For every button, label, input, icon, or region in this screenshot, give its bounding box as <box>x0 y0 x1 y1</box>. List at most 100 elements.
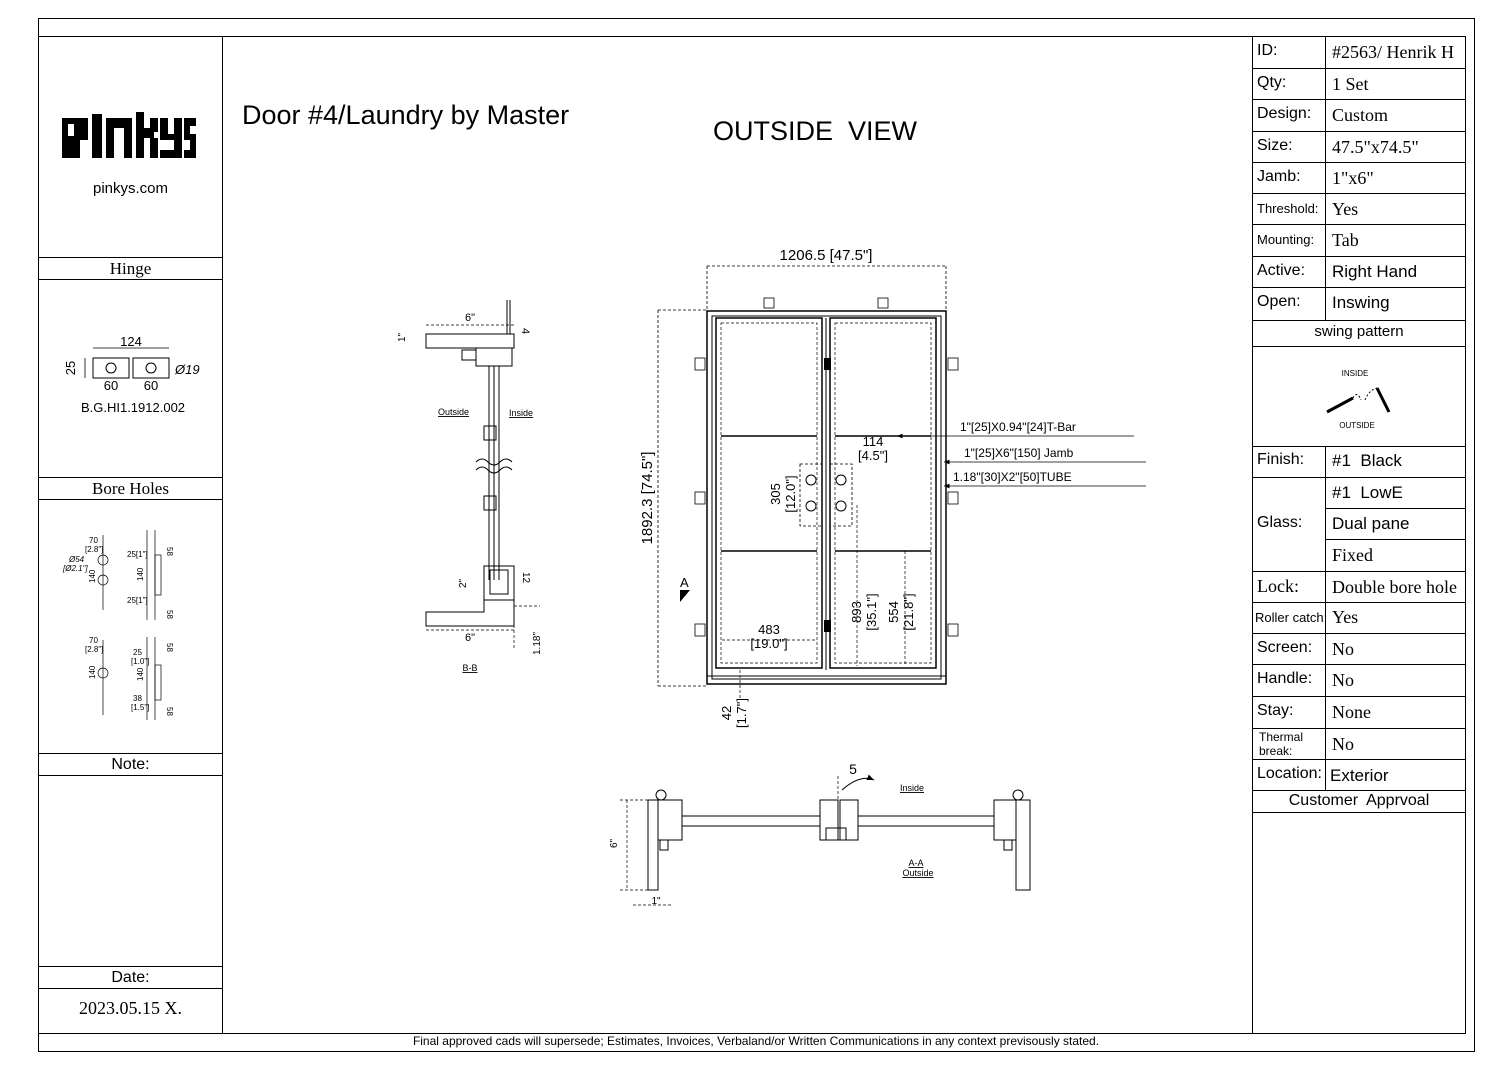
dim-42: 42 <box>719 706 734 720</box>
spec-label: Threshold: <box>1257 201 1319 216</box>
bore-a2-in: [Ø2.1"] <box>62 564 88 573</box>
spec-label: Open: <box>1257 293 1301 310</box>
bore-d5: 58 <box>165 707 174 716</box>
finish-label: Finish: <box>1257 451 1305 468</box>
bore-a1-in: [2.8"] <box>85 545 103 554</box>
bore-b3: 25[1"] <box>127 596 148 605</box>
dim-114: 114 <box>863 434 884 449</box>
tbar-label: 1"[25]X0.94"[24]T-Bar <box>960 420 1076 434</box>
bb-d12-label: 12 <box>520 572 531 584</box>
finish-value: #1 Black <box>1332 451 1402 470</box>
swing-row: INSIDE OUTSIDE <box>1253 346 1465 447</box>
handle-value: No <box>1332 670 1354 690</box>
approval-row: Customer Apprvoal <box>1253 790 1465 813</box>
note-body <box>42 780 218 960</box>
left-divider <box>222 36 223 1033</box>
bore-c1-in: [2.8"] <box>85 645 103 654</box>
spec-row: Active: Right Hand <box>1253 256 1465 288</box>
spec-value: Yes <box>1332 199 1359 219</box>
spec-row: Threshold: Yes <box>1253 193 1465 225</box>
screen-value: No <box>1332 639 1354 659</box>
bb-bottom-label: 6" <box>465 632 475 644</box>
spec-label: Jamb: <box>1257 168 1301 185</box>
height-dim-label: 1892.3 [74.5"] <box>639 452 656 545</box>
dim-305: 305 <box>768 483 783 505</box>
hinge-model-label: B.G.HI1.1912.002 <box>81 400 185 415</box>
door-drawing: 1206.5 [47.5"] 1892.3 [74.5"] 1"[25]X0.9… <box>397 247 1146 907</box>
spec-label: Active: <box>1257 262 1306 279</box>
bb-top-label: 6" <box>465 312 475 324</box>
spec-value: 47.5"x74.5" <box>1332 137 1419 157</box>
hinge-right-label: 60 <box>144 378 158 393</box>
bore-b5: 58 <box>165 610 174 619</box>
dim-893: 893 <box>849 601 864 623</box>
spec-row: Jamb: 1"x6" <box>1253 162 1465 194</box>
stay-row: Stay: None <box>1253 696 1465 729</box>
dim-554-in: [21.8"] <box>901 593 916 630</box>
approval-label: Customer Apprvoal <box>1288 792 1430 809</box>
right-divider <box>1252 36 1253 1033</box>
bore-b4: 58 <box>165 547 174 556</box>
width-dim-label: 1206.5 [47.5"] <box>780 247 873 264</box>
door-elevation <box>657 265 1146 700</box>
bore-d1-in: [1.0"] <box>131 657 149 666</box>
thermal-label-2: break: <box>1259 744 1293 758</box>
glass-line-2 <box>1326 539 1465 540</box>
thermal-value: No <box>1332 734 1354 754</box>
aa-outside-label: Outside <box>902 868 933 878</box>
handle-label: Handle: <box>1257 670 1313 687</box>
lock-label: Lock: <box>1257 576 1299 596</box>
bb-outside-label: Outside <box>438 407 469 417</box>
bore-d2: 140 <box>136 667 145 681</box>
date-value: 2023.05.15 X. <box>79 998 182 1018</box>
thermal-label-1: Thermal <box>1259 730 1304 744</box>
section-bb <box>425 300 540 650</box>
glass-value-2: Dual pane <box>1332 514 1410 533</box>
tube-label: 1.18"[30]X2"[50]TUBE <box>953 470 1072 484</box>
spec-label: Design: <box>1257 105 1312 122</box>
company-name: pinkys.com <box>92 180 169 197</box>
spec-value: Tab <box>1332 230 1359 250</box>
dim-554: 554 <box>886 601 901 623</box>
dim-893-in: [35.1"] <box>864 593 879 630</box>
spec-row: Qty:1 Set <box>1253 68 1465 100</box>
bore-d3-in: [1.5"] <box>131 703 149 712</box>
glass-row: Glass: #1 LowE Dual pane Fixed <box>1253 477 1465 572</box>
spec-divider-2 <box>1325 446 1326 790</box>
drawing-title: Door #4/Laundry by Master <box>242 100 570 130</box>
spec-value: Right Hand <box>1332 262 1418 281</box>
hinge-height-label: 25 <box>63 361 78 375</box>
bb-section-label: B-B <box>462 663 477 673</box>
screen-row: Screen: No <box>1253 633 1465 665</box>
location-row: Location: Exterior <box>1253 759 1465 791</box>
hinge-diameter-label: Ø19 <box>174 362 200 377</box>
glass-value-3: Fixed <box>1332 545 1374 565</box>
swing-title-row: swing pattern <box>1253 320 1465 347</box>
bore-c1: 70 <box>89 636 98 645</box>
aa-d6-label: 6" <box>609 838 620 848</box>
hinge-left-label: 60 <box>104 378 118 393</box>
spec-label: Mounting: <box>1257 232 1315 247</box>
spec-label: ID: <box>1257 42 1278 59</box>
spec-value: 1"x6" <box>1332 168 1374 188</box>
spec-value: #2563/ Henrik H <box>1332 42 1454 62</box>
date-header: Date: <box>39 966 222 989</box>
jamb-label: 1"[25]X6"[150] Jamb <box>964 446 1074 460</box>
inner-frame <box>38 36 1466 1034</box>
spec-row: Design:Custom <box>1253 99 1465 132</box>
roller-label: Roller catch: <box>1255 610 1328 625</box>
bore-b1: 25[1"] <box>127 550 148 559</box>
footer-disclaimer: Final approved cads will supersede; Esti… <box>412 1034 1100 1048</box>
aa-d1-label: 1" <box>651 896 661 907</box>
lock-value: Double bore hole <box>1332 577 1457 597</box>
spec-row: Open:Inswing <box>1253 287 1465 321</box>
spec-divider-1 <box>1325 36 1326 320</box>
lock-row: Lock: Double bore hole <box>1253 571 1465 603</box>
bore-b2: 140 <box>136 567 145 581</box>
bore-d3: 38 <box>133 694 142 703</box>
glass-value-1: #1 LowE <box>1332 483 1403 502</box>
dim-483-in: [19.0"] <box>750 636 787 651</box>
swing-outside-label: OUTSIDE <box>1339 421 1375 430</box>
aa-inside-label: Inside <box>900 783 924 793</box>
hinge-diagram: 124 25 60 60 Ø19 B.G.HI1.1912.002 <box>63 334 200 415</box>
